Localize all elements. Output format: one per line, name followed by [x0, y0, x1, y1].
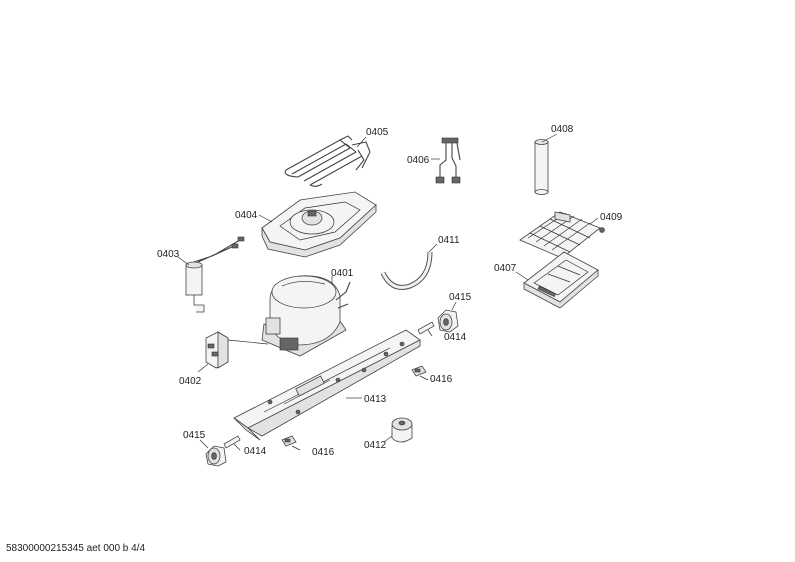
part-0415-grommet-bottom[interactable] [205, 445, 227, 467]
label-0411: 0411 [438, 235, 460, 246]
label-0404: 0404 [235, 210, 258, 221]
part-0406-wiring-harness[interactable] [435, 137, 461, 184]
label-0406: 0406 [407, 155, 430, 166]
part-0402-relay[interactable] [205, 331, 269, 369]
label-0403: 0403 [157, 249, 180, 260]
label-0402: 0402 [179, 376, 202, 387]
part-0401-compressor[interactable] [261, 275, 351, 357]
label-0409: 0409 [600, 212, 623, 223]
part-0407-drip-tray[interactable] [523, 251, 599, 309]
part-0416-clip-bottom[interactable] [281, 435, 297, 447]
label-0401: 0401 [331, 268, 354, 279]
label-0414-top: 0414 [444, 332, 467, 343]
document-code: 58300000215345 aet 000 b 4/4 [6, 543, 146, 554]
label-0405: 0405 [366, 127, 389, 138]
label-0415-top: 0415 [449, 292, 472, 303]
label-0415-bottom: 0415 [183, 430, 206, 441]
part-0415-grommet-top[interactable] [437, 309, 459, 333]
label-0413: 0413 [364, 394, 387, 405]
part-0416-clip-top[interactable] [411, 365, 427, 377]
label-0414-bottom: 0414 [244, 446, 267, 457]
part-0405-heater-coil[interactable] [284, 135, 371, 187]
label-0408: 0408 [551, 124, 574, 135]
part-0412-foot[interactable] [391, 417, 413, 443]
part-0414-pin-bottom[interactable] [223, 435, 241, 449]
part-0403-capacitor[interactable] [185, 236, 245, 313]
label-0416-bottom: 0416 [312, 447, 335, 458]
part-0409-grid-cover[interactable] [519, 211, 605, 259]
part-0411-hose[interactable] [380, 251, 433, 290]
part-0414-pin-top[interactable] [417, 321, 435, 335]
part-0408-tube[interactable] [534, 139, 549, 195]
label-0407: 0407 [494, 263, 517, 274]
label-0412: 0412 [364, 440, 387, 451]
part-0413-mounting-rail[interactable] [233, 329, 421, 441]
part-0404-evaporation-tray[interactable] [261, 191, 377, 258]
label-0416-top: 0416 [430, 374, 453, 385]
